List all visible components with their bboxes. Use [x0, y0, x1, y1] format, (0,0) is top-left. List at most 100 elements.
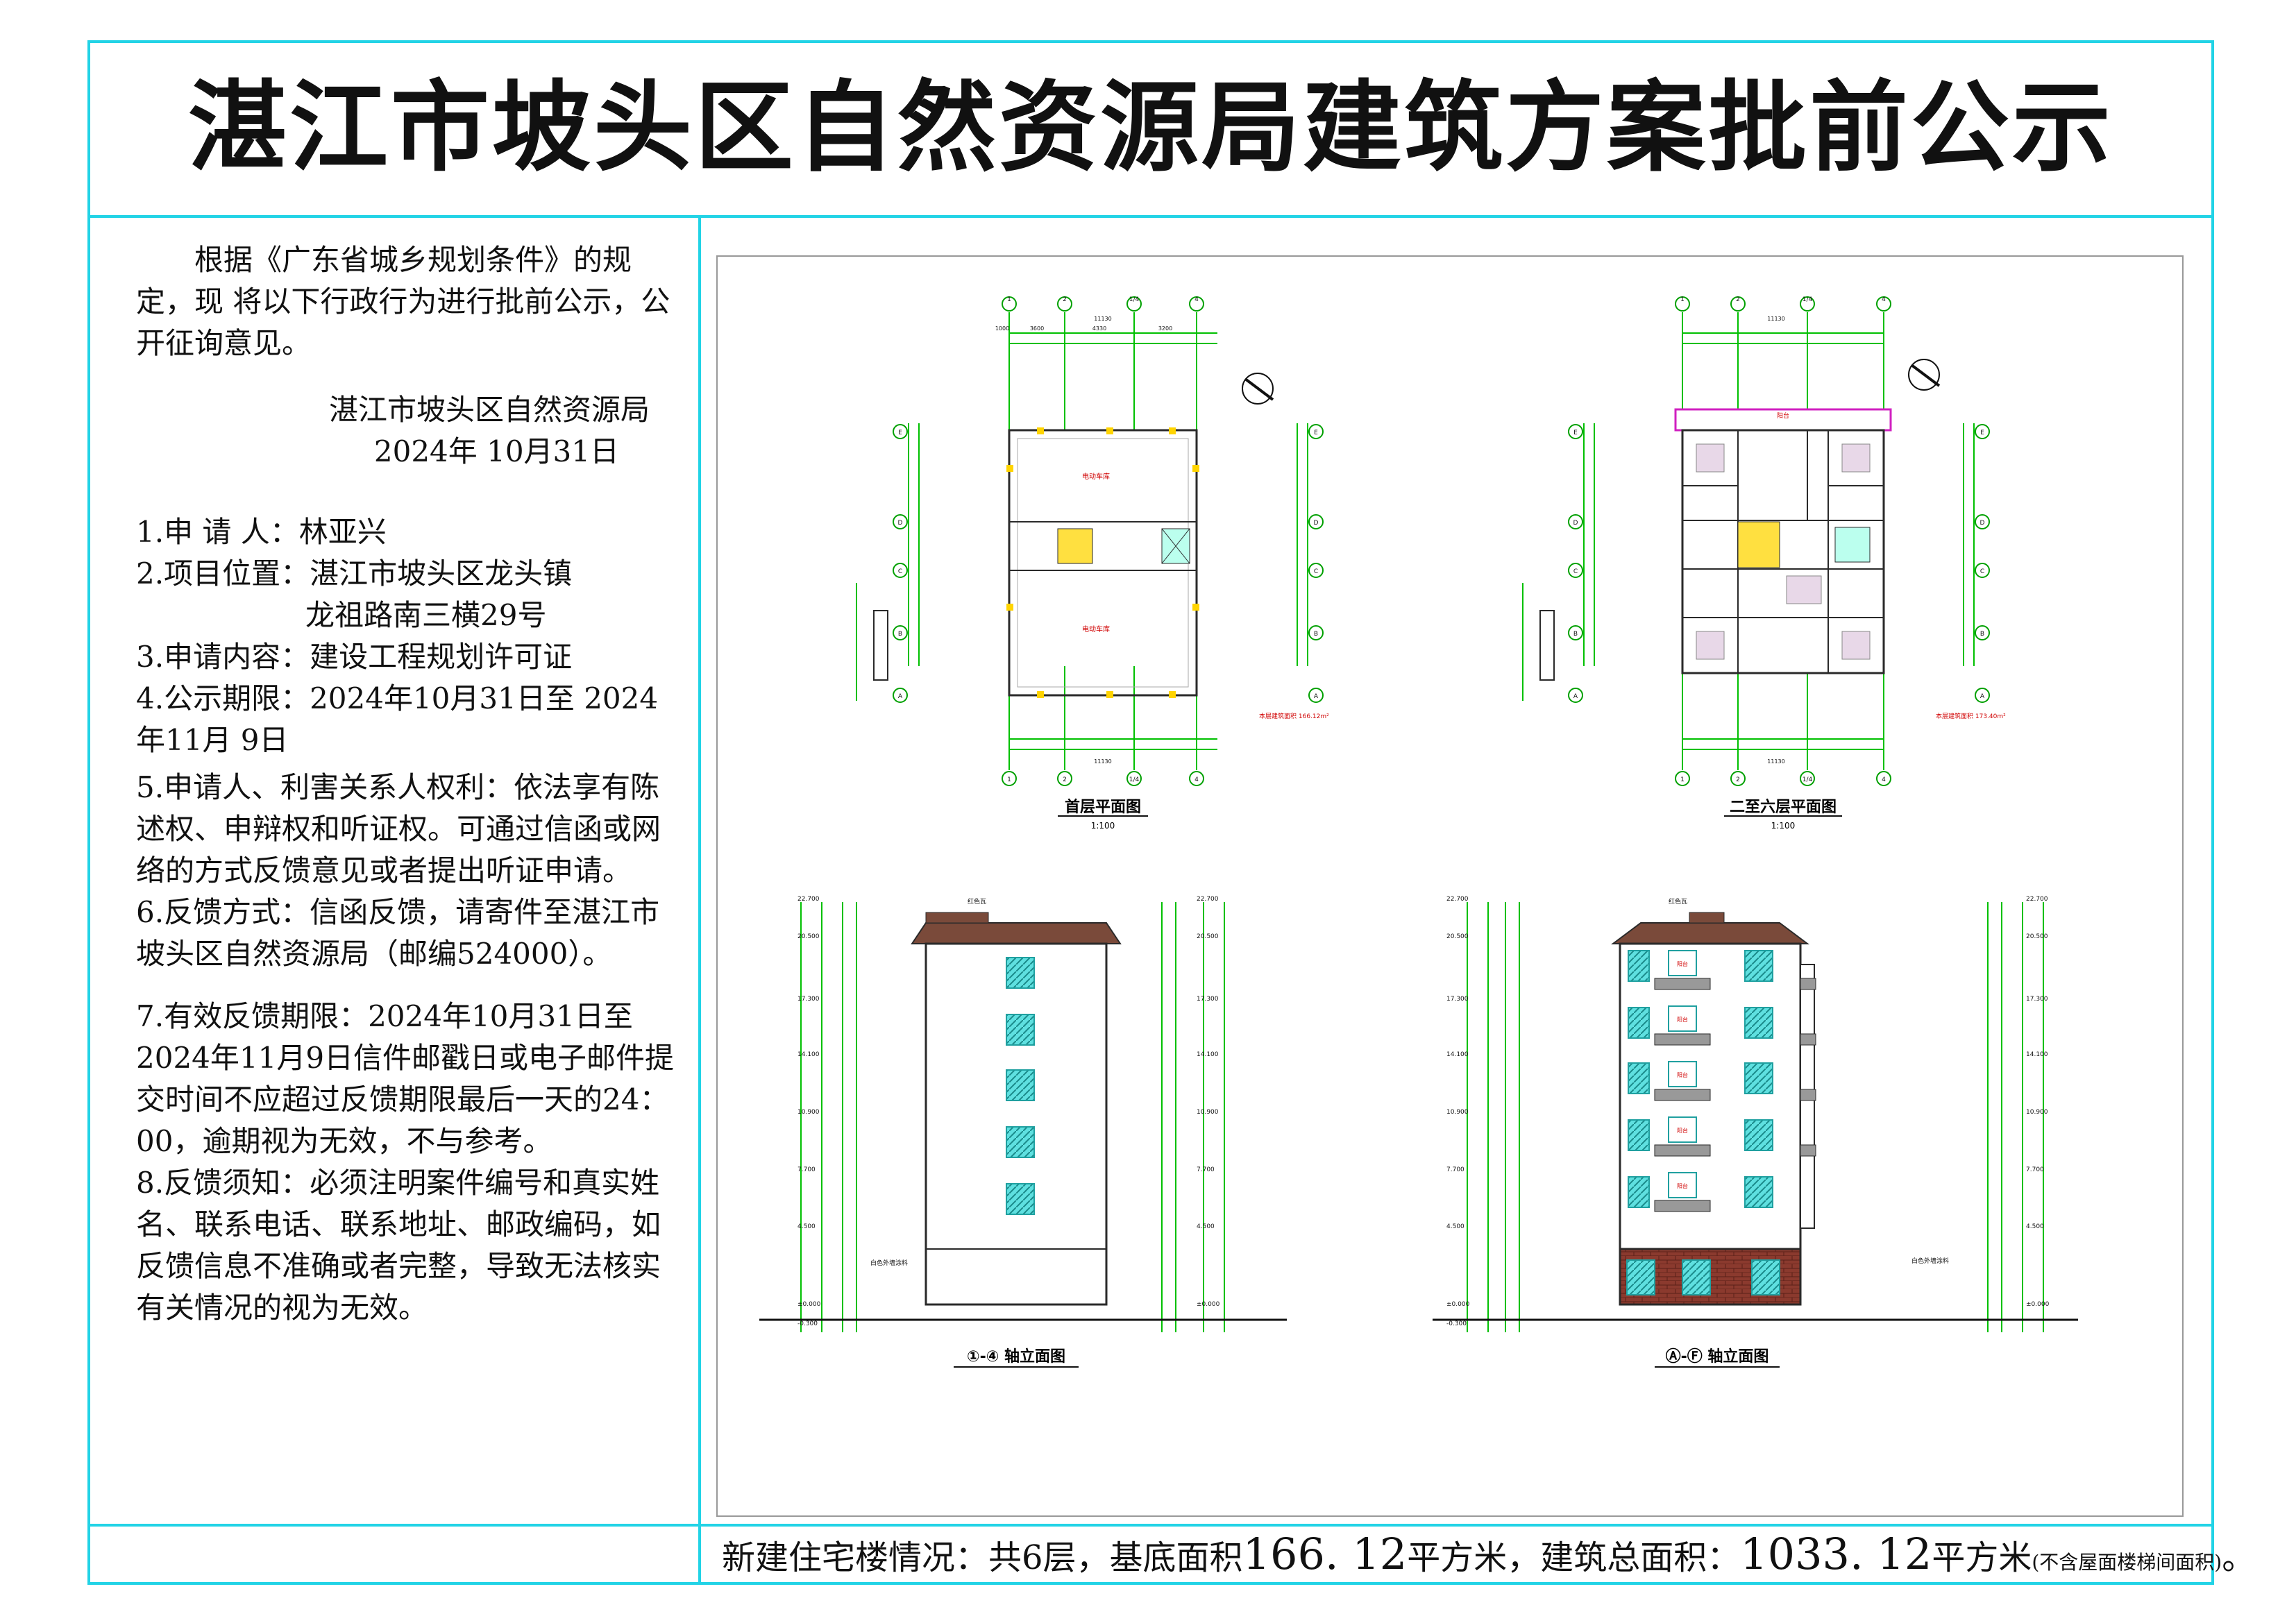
- svg-text:7.700: 7.700: [2026, 1166, 2044, 1173]
- footer-total-area: 1033. 12: [1740, 1529, 1932, 1579]
- svg-text:±0.000: ±0.000: [1446, 1301, 1470, 1308]
- svg-text:D: D: [898, 520, 903, 527]
- outer-frame: [87, 40, 2214, 1585]
- footer-divider-left: [87, 1524, 698, 1527]
- svg-text:1000: 1000: [995, 325, 1009, 332]
- svg-text:E: E: [1314, 430, 1318, 436]
- svg-text:20.500: 20.500: [2026, 933, 2048, 940]
- svg-text:20.500: 20.500: [797, 933, 820, 940]
- plan1-area-label: 本层建筑面积 166.12m²: [1259, 712, 1329, 720]
- svg-text:1: 1: [1007, 296, 1011, 303]
- plan2-balcony: 阳台: [1777, 411, 1789, 420]
- notice-item: 1.申 请 人：林亚兴: [136, 515, 387, 549]
- svg-text:2: 2: [1736, 296, 1740, 303]
- elev2-roof-label: 红色瓦: [1669, 897, 1687, 906]
- svg-text:阳台: 阳台: [1677, 960, 1688, 967]
- svg-text:C: C: [1980, 568, 1984, 575]
- svg-text:B: B: [1573, 631, 1578, 638]
- elev1-roof-label: 红色瓦: [968, 897, 986, 906]
- svg-text:±0.000: ±0.000: [1197, 1301, 1220, 1308]
- elev2-wall-label: 白色外墙涂料: [1911, 1257, 1949, 1265]
- footer-summary: 新建住宅楼情况：共6层，基底面积166. 12平方米，建筑总面积：1033. 1…: [722, 1533, 2255, 1583]
- svg-text:17.300: 17.300: [797, 996, 820, 1003]
- svg-text:A: A: [898, 693, 903, 700]
- footer-end: 。: [2222, 1538, 2256, 1577]
- plan2-scale: 1:100: [1771, 821, 1796, 831]
- svg-text:17.300: 17.300: [1197, 996, 1219, 1003]
- footer-divider: [698, 1524, 2214, 1527]
- svg-text:10.900: 10.900: [2026, 1109, 2048, 1116]
- elev2-title: Ⓐ-Ⓕ 轴立面图: [1666, 1348, 1769, 1366]
- footer-prefix: 新建住宅楼情况：共6层，基底面积: [722, 1538, 1243, 1577]
- svg-text:A: A: [1980, 693, 1985, 700]
- elevation-a-f: 22.700 20.500 17.300 14.100 10.900 7.700 4.…: [1433, 896, 2078, 1368]
- svg-text:14.100: 14.100: [797, 1051, 820, 1058]
- plan1-room-label: 电动车库: [1082, 472, 1110, 481]
- svg-text:C: C: [1573, 568, 1578, 575]
- svg-text:E: E: [1980, 430, 1984, 436]
- footer-mid: 平方米，建筑总面积：: [1407, 1538, 1741, 1577]
- svg-text:C: C: [1314, 568, 1318, 575]
- notice-panel: 根据《广东省城乡规划条件》的规定，现 将以下行政行为进行批前公示，公开征询意见。…: [136, 239, 677, 1329]
- notice-item: 6.反馈方式：信函反馈，请寄件至湛江市坡头区自然资源局（邮编524000）。: [136, 895, 660, 971]
- title-divider: [87, 215, 2214, 218]
- svg-text:10.900: 10.900: [1446, 1109, 1469, 1116]
- plan2-area-label: 本层建筑面积 173.40m²: [1936, 712, 2006, 720]
- svg-text:4.500: 4.500: [2026, 1223, 2044, 1230]
- svg-text:±0.000: ±0.000: [797, 1301, 821, 1308]
- svg-text:阳台: 阳台: [1677, 1127, 1688, 1134]
- svg-text:17.300: 17.300: [2026, 996, 2048, 1003]
- notice-date: 2024年 10月31日: [373, 434, 619, 468]
- svg-text:阳台: 阳台: [1677, 1016, 1688, 1023]
- notice-item: 2.项目位置：湛江市坡头区龙头镇: [136, 556, 573, 590]
- svg-text:1: 1: [1680, 296, 1685, 303]
- svg-text:B: B: [898, 631, 902, 638]
- svg-text:B: B: [1314, 631, 1318, 638]
- svg-text:20.500: 20.500: [1446, 933, 1469, 940]
- svg-text:阳台: 阳台: [1677, 1182, 1688, 1189]
- svg-text:4330: 4330: [1092, 325, 1106, 332]
- svg-text:14.100: 14.100: [2026, 1051, 2048, 1058]
- svg-text:14.100: 14.100: [1197, 1051, 1219, 1058]
- svg-text:1/4: 1/4: [1129, 776, 1140, 783]
- svg-text:A: A: [1314, 693, 1319, 700]
- svg-text:E: E: [898, 430, 902, 436]
- svg-text:2: 2: [1063, 296, 1067, 303]
- svg-text:4: 4: [1195, 776, 1199, 783]
- svg-text:4: 4: [1882, 776, 1886, 783]
- svg-text:22.700: 22.700: [1446, 896, 1469, 903]
- notice-item: 龙祖路南三横29号: [305, 598, 547, 632]
- svg-text:2: 2: [1063, 776, 1067, 783]
- notice-item: 8.反馈须知：必须注明案件编号和真实姓名、联系电话、联系地址、邮政编码，如反馈信…: [136, 1166, 661, 1325]
- svg-text:11130: 11130: [1767, 758, 1784, 765]
- svg-text:3600: 3600: [1030, 325, 1044, 332]
- elev1-wall-label: 白色外墙涂料: [870, 1259, 908, 1267]
- svg-text:1/4: 1/4: [1803, 776, 1813, 783]
- notice-item: 4.公示期限：2024年10月31日至 2024年11月 9日: [136, 681, 659, 757]
- svg-text:22.700: 22.700: [797, 896, 820, 903]
- svg-text:1: 1: [1007, 776, 1011, 783]
- svg-text:1/4: 1/4: [1803, 296, 1813, 303]
- svg-text:-0.300: -0.300: [797, 1320, 818, 1327]
- plan1-room-label: 电动车库: [1082, 624, 1110, 634]
- svg-text:7.700: 7.700: [1197, 1166, 1215, 1173]
- svg-text:1/4: 1/4: [1129, 296, 1140, 303]
- svg-text:10.900: 10.900: [797, 1109, 820, 1116]
- svg-text:4: 4: [1882, 296, 1886, 303]
- svg-text:22.700: 22.700: [1197, 896, 1219, 903]
- svg-text:E: E: [1573, 430, 1578, 436]
- svg-text:17.300: 17.300: [1446, 996, 1469, 1003]
- plan1-title: 首层平面图: [1065, 798, 1141, 816]
- svg-text:4.500: 4.500: [1197, 1223, 1215, 1230]
- svg-text:2: 2: [1736, 776, 1740, 783]
- svg-text:10.900: 10.900: [1197, 1109, 1219, 1116]
- svg-text:7.700: 7.700: [1446, 1166, 1464, 1173]
- footer-unit: 平方米: [1932, 1538, 2032, 1577]
- svg-text:B: B: [1980, 631, 1984, 638]
- svg-text:A: A: [1573, 693, 1578, 700]
- elev1-title: ①-④ 轴立面图: [967, 1348, 1065, 1366]
- notice-issuer: 湛江市坡头区自然资源局: [328, 393, 650, 427]
- notice-item: 3.申请内容：建设工程规划许可证: [136, 640, 573, 674]
